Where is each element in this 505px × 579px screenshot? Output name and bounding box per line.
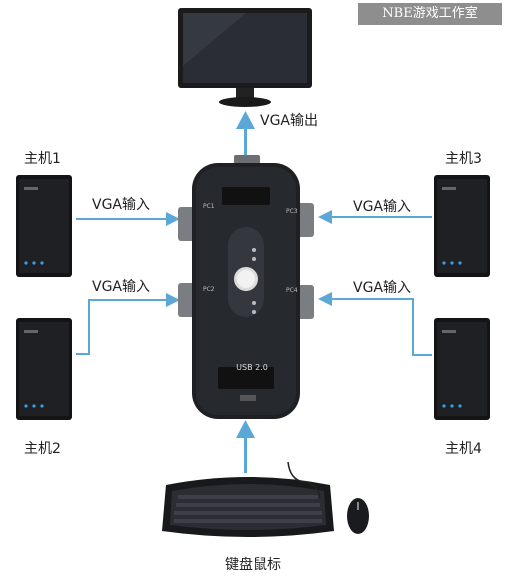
arrow-up-icon: [236, 420, 255, 438]
host2-line-h2: [88, 299, 168, 301]
host4-label: 主机4: [445, 441, 482, 457]
host2-line-v: [88, 300, 90, 355]
host2-label: 主机2: [24, 441, 61, 457]
mouse: [347, 498, 369, 534]
host1-tower: [16, 175, 72, 277]
port-label-pc1: PC1: [203, 203, 215, 210]
vga-in-4-label: VGA输入: [353, 280, 412, 296]
host4-line-h2: [412, 354, 432, 356]
usb-label: USB 2.0: [236, 363, 268, 372]
arrow-right-icon: [166, 212, 180, 226]
host1-line: [76, 218, 168, 220]
port-label-pc2: PC2: [203, 286, 215, 293]
host4-line-h1: [330, 298, 414, 300]
arrow-left-icon: [318, 210, 332, 224]
arrow-left-icon: [318, 292, 332, 306]
arrow-up-icon: [236, 111, 255, 129]
host3-line: [330, 216, 432, 218]
host4-line-v: [412, 298, 414, 356]
vga-out-label: VGA输出: [260, 113, 319, 129]
keyboard-line: [244, 437, 247, 473]
port-label-pc4: PC4: [286, 287, 298, 294]
host4-tower: [434, 318, 490, 420]
vga-out-line: [244, 128, 247, 164]
vga-in-3-label: VGA输入: [353, 199, 412, 215]
watermark: NBE游戏工作室: [358, 3, 502, 25]
keyboard-mouse-label: 键盘鼠标: [225, 557, 281, 573]
host3-tower: [434, 175, 490, 277]
host2-tower: [16, 318, 72, 420]
arrow-right-icon: [166, 293, 180, 307]
keyboard: [162, 477, 334, 537]
monitor: [178, 8, 312, 107]
host1-label: 主机1: [24, 151, 61, 167]
mouse-cable: [287, 461, 321, 499]
vga-in-2-label: VGA输入: [92, 279, 151, 295]
port-label-pc3: PC3: [286, 208, 298, 215]
vga-in-1-label: VGA输入: [92, 197, 151, 213]
kvm-switch: [178, 155, 314, 419]
host3-label: 主机3: [445, 151, 482, 167]
host2-line-h1: [76, 353, 90, 355]
